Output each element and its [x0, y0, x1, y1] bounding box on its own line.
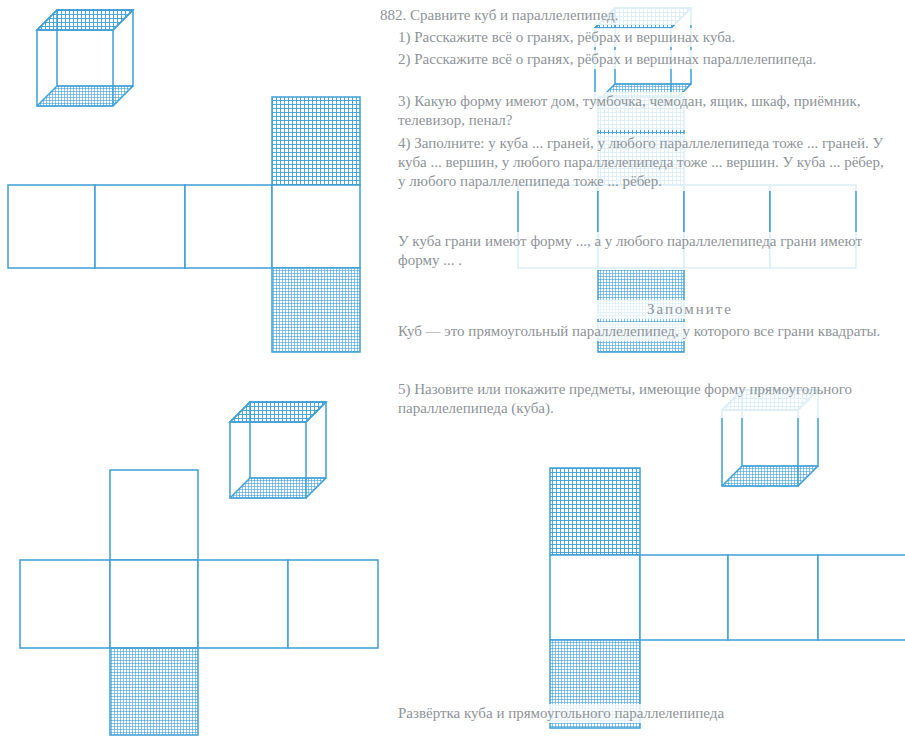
page-text: 1) Расскажите всё о гранях, рёбрах и вер…: [398, 28, 893, 47]
page-text: 5) Назовите или покажите предметы, имеющ…: [398, 380, 893, 418]
page-text: У куба грани имеют форму ..., а у любого…: [398, 232, 893, 270]
cube-net: [8, 97, 360, 352]
page-text: Развёртка куба и прямоугольного параллел…: [398, 704, 893, 723]
page-text: Куб — это прямоугольный параллелепипед, …: [398, 322, 893, 341]
page-text: 3) Какую форму имеют дом, тумбочка, чемо…: [398, 92, 893, 130]
cube-net: [550, 468, 905, 728]
cube-drawing: [37, 10, 133, 106]
cube-drawing: [230, 402, 326, 498]
page-text: 2) Расскажите всё о гранях, рёбрах и вер…: [398, 50, 893, 69]
cube-net: [20, 470, 378, 735]
page-text: 882. Сравните куб и параллелепипед.: [380, 6, 880, 25]
page-text: 4) Заполните: у куба ... граней, у любог…: [398, 134, 893, 191]
page-text: Запомните: [590, 300, 790, 319]
